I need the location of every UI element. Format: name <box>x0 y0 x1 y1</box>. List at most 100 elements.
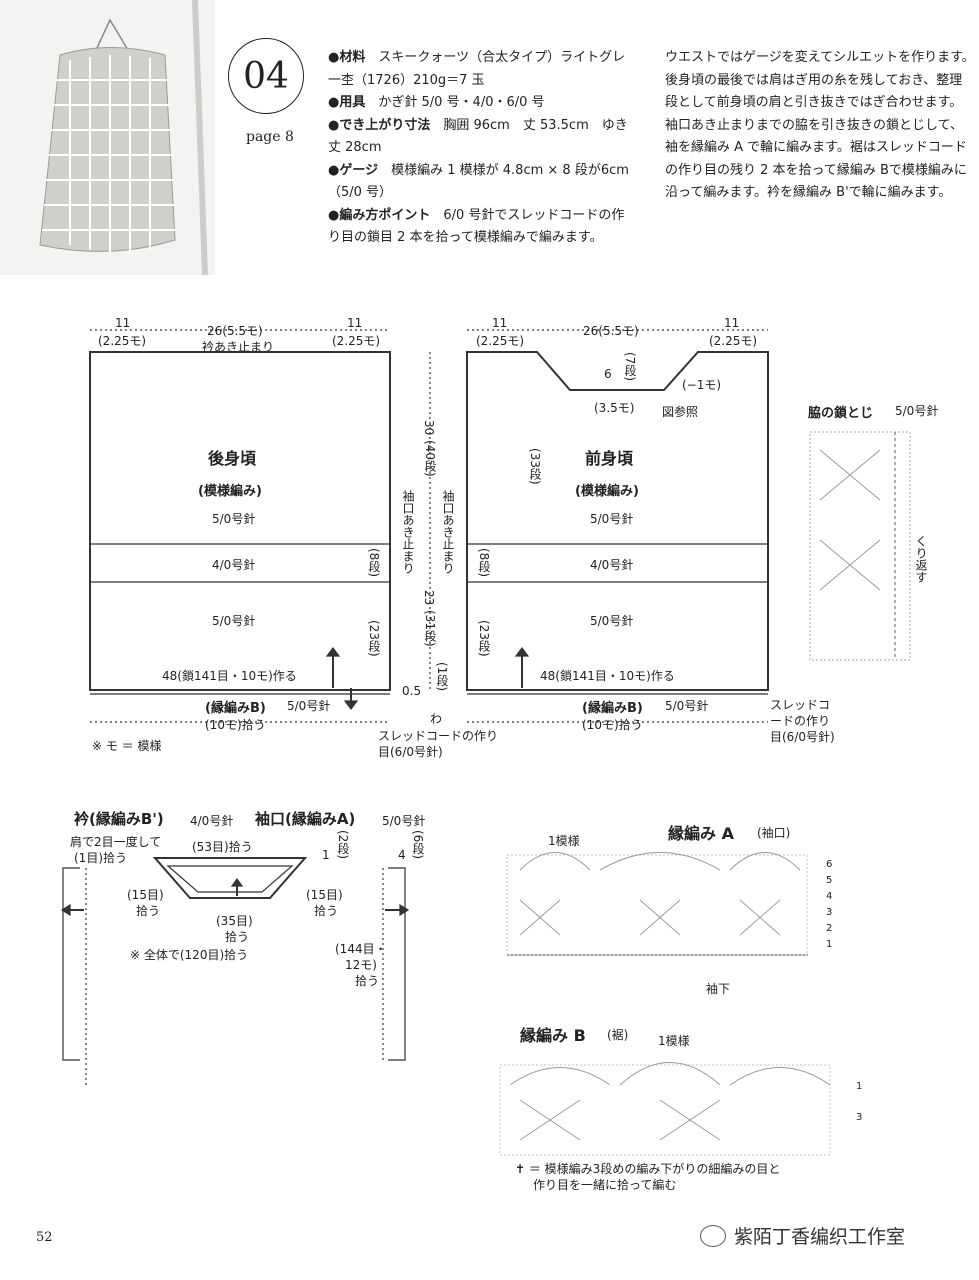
collar-bottom: (35目) <box>216 914 253 928</box>
collar-top: (53目)拾う <box>192 840 253 854</box>
specifications: ●材料 スキークォーツ（合太タイプ）ライトグレ一杢（1726）210g＝7 玉 … <box>328 47 636 250</box>
height-30: 30 <box>422 420 436 436</box>
instructions-text: ウエストではゲージを変えてシルエットを作ります。後身頃の最後では肩はぎ用の糸を残… <box>665 50 975 200</box>
back-needle-top: 5/0号針 <box>212 512 256 526</box>
sleeve-pick3: 拾う <box>355 974 380 988</box>
back-dim-left-sub: (2.25モ) <box>98 334 147 348</box>
back-rows-23: (23段) <box>367 620 381 657</box>
front-dim-left: 11 <box>492 316 508 330</box>
chart-a-row: 3 <box>826 907 833 918</box>
chart-b-title: 縁編み B <box>520 1026 586 1045</box>
back-subtitle: (模様編み) <box>198 484 262 499</box>
chart-a-title: 縁編み A <box>668 824 734 843</box>
collar-needle: 4/0号針 <box>190 814 234 828</box>
height-05: 0.5 <box>402 684 422 698</box>
chart-a-row: 1 <box>826 939 833 950</box>
material-label: ●材料 <box>328 50 366 65</box>
chart-a-row: 2 <box>826 923 833 934</box>
back-edge-needle: 5/0号針 <box>287 699 331 713</box>
front-neck-dec: (−1モ) <box>682 378 722 392</box>
sleeve-needle: 5/0号針 <box>382 814 426 828</box>
front-title: 前身頃 <box>585 449 634 468</box>
back-dim-right-sub: (2.25モ) <box>332 334 381 348</box>
back-needle-bot: 5/0号針 <box>212 614 256 628</box>
sleeve-title-pattern: (縁編みA) <box>285 810 356 828</box>
back-dim-mid: 26(5.5モ) <box>207 324 263 338</box>
collar-side-left: (15目) <box>127 888 164 902</box>
chart-a-sub: (袖口) <box>757 826 791 840</box>
thread-cord-right: スレッドコードの作り目(6/0号針) <box>770 698 835 744</box>
front-cast-on: 48(鎖141目・10モ)作る <box>540 669 675 683</box>
back-rows-8: (8段) <box>367 548 381 577</box>
front-edge-needle: 5/0号針 <box>665 699 709 713</box>
wechat-icon <box>700 1224 726 1247</box>
front-dim-left-sub: (2.25モ) <box>476 334 525 348</box>
footnote-line2: 作り目を一緒に拾って編む <box>533 1178 677 1192</box>
armhole-stop-right: 袖口あき止まり <box>441 490 455 574</box>
back-dim-left: 11 <box>115 316 131 330</box>
front-neck-depth: 6 <box>604 367 612 381</box>
chart-a-row: 6 <box>826 859 833 870</box>
garment-photo-illustration <box>0 0 215 275</box>
front-subtitle: (模様編み) <box>575 484 639 499</box>
height-23-rows: (31段) <box>423 610 437 647</box>
front-needle-bot: 5/0号針 <box>590 614 634 628</box>
back-neck-label: 衿あき止まり <box>202 340 275 354</box>
back-title: 後身頃 <box>208 449 257 468</box>
sleeve-pick2: 12モ) <box>345 958 377 972</box>
page-number: 52 <box>36 1230 53 1245</box>
front-dim-right: 11 <box>724 316 740 330</box>
side-seam-repeat: くり返す <box>914 535 928 583</box>
brand-name: 紫陌丁香编织工作室 <box>734 1226 906 1248</box>
tools-text: かぎ針 5/0 号・4/0・6/0 号 <box>378 95 545 110</box>
footnote-line1: ✝ ＝ 模様編み3段めの編み下がりの細編みの目と <box>515 1162 781 1176</box>
sleeve-title: 袖口(縁編みA) <box>255 808 355 829</box>
collar-rows: (2段) <box>336 830 350 859</box>
tools-label: ●用具 <box>328 95 366 110</box>
collar-title: 衿(縁編みB') <box>74 808 164 829</box>
collar-shoulder: 肩で2目一度して <box>70 835 162 849</box>
front-needle-top: 5/0号針 <box>590 512 634 526</box>
sleeve-title-text: 袖口 <box>255 810 286 828</box>
chart-b-row-1: 1 <box>856 1081 863 1092</box>
front-pickup: (10モ)拾う <box>582 718 643 732</box>
back-pickup: (10モ)拾う <box>205 718 266 732</box>
collar-rows-n: 1 <box>322 848 330 862</box>
back-dim-right: 11 <box>347 316 363 330</box>
chart-a-repeat: 1模様 <box>548 834 580 848</box>
height-05-rows: (1段) <box>435 662 449 691</box>
front-needle-mid: 4/0号針 <box>590 558 634 572</box>
collar-side-right: (15目) <box>306 888 343 902</box>
page-reference: page 8 <box>246 129 294 145</box>
sleeve-rows: (6段) <box>411 830 425 859</box>
collar-side-left2: 拾う <box>136 904 161 918</box>
gauge-label: ●ゲージ <box>328 162 379 178</box>
point-text: 6/0 号針でスレッドコードの作り目の鎖目 2 本を拾って模様編みで編みます。 <box>328 207 625 246</box>
front-edge: (縁編みB) <box>582 701 643 716</box>
back-edge: (縁編みB) <box>205 701 266 716</box>
sleeve-rows-n: 4 <box>398 848 406 862</box>
back-needle-mid: 4/0号針 <box>212 558 256 572</box>
pattern-number: 04 <box>243 55 289 97</box>
height-23: 23 <box>422 590 436 606</box>
collar-shoulder2: (1目)拾う <box>74 851 127 865</box>
front-neck-rows: (7段) <box>623 352 637 381</box>
legend-mo: ※ モ ＝ 模様 <box>92 739 162 753</box>
garment-photo <box>0 0 215 275</box>
chart-b-sub: (裾) <box>607 1028 629 1042</box>
chart-a-row: 5 <box>826 875 833 886</box>
height-30-rows: (40段) <box>423 440 437 477</box>
back-cast-on: 48(鎖141目・10モ)作る <box>162 669 297 683</box>
size-text: 胸囲 96cm 丈 53.5cm ゆき丈 28cm <box>328 117 628 156</box>
point-label: ●編み方ポイント <box>328 207 431 223</box>
gauge-text: 模様編み 1 模様が 4.8cm × 8 段が6cm（5/0 号） <box>328 162 629 201</box>
front-dim-mid: 26(5.5モ) <box>583 324 639 338</box>
chart-a-row: 4 <box>826 891 833 902</box>
front-rows-23: (23段) <box>477 620 491 657</box>
material-text: スキークォーツ（合太タイプ）ライトグレ一杢（1726）210g＝7 玉 <box>328 50 626 88</box>
side-seam-title: 脇の鎖とじ <box>808 406 874 421</box>
armhole-stop-left: 袖口あき止まり <box>401 490 415 574</box>
collar-title-text: 衿 <box>74 810 90 828</box>
collar-side-right2: 拾う <box>314 904 339 918</box>
